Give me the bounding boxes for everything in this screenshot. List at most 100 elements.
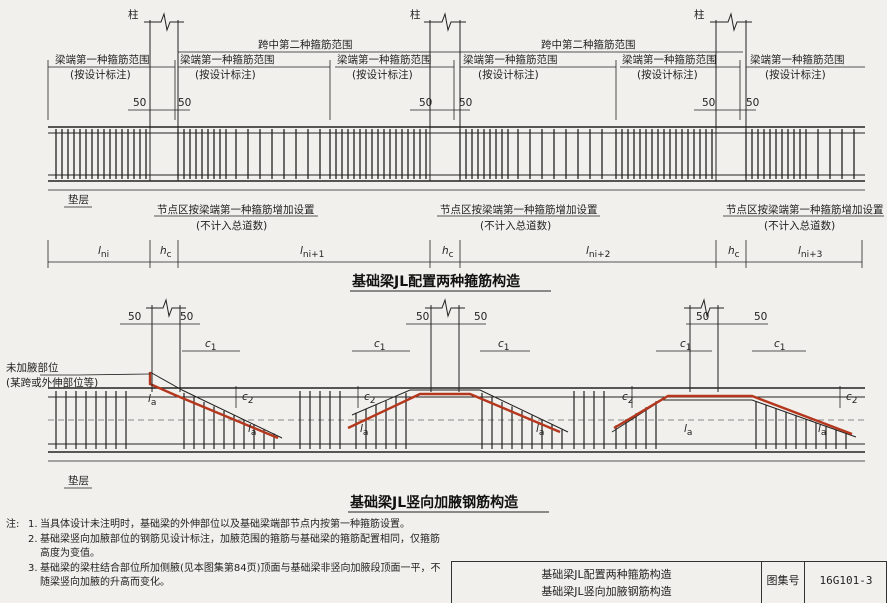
by-design-label: (按设计标注) (352, 68, 413, 81)
note-1: 注: 1. 当具体设计未注明时，基础梁的外伸部位以及基础梁端部节点内按第一种箍筋… (6, 518, 446, 533)
span-dimension-line (47, 240, 863, 268)
atlas-number-label: 图集号 (762, 562, 805, 603)
span-label: lni+1 (300, 245, 324, 260)
cushion-label: 垫层 (68, 474, 89, 487)
columns (146, 298, 724, 392)
la-label: la (684, 423, 692, 438)
title-block-name-2: 基础梁JL竖向加腋钢筋构造 (541, 585, 672, 598)
title-block: 基础梁JL配置两种箍筋构造 基础梁JL竖向加腋钢筋构造 图集号 16G101-3 (451, 561, 887, 603)
stirrups (55, 391, 847, 449)
title-block-name-1: 基础梁JL配置两种箍筋构造 (541, 568, 672, 581)
columns (144, 12, 752, 181)
beam-outline (48, 126, 865, 191)
c1-label: c1 (498, 338, 510, 353)
c1-labels: c1 c1 c1 c1 c1 (205, 338, 786, 353)
span-label: hc (442, 245, 454, 260)
span-label: lni+2 (586, 245, 610, 260)
title-vertical-haunch: 基础梁JL竖向加腋钢筋构造 (350, 494, 518, 511)
end-range-label: 梁端第一种箍筋范围 (337, 53, 432, 66)
c1-label: c1 (205, 338, 217, 353)
span-label: hc (728, 245, 740, 260)
c1-label: c1 (774, 338, 786, 353)
la-labels: la la la la la la (148, 393, 826, 438)
by-design-label: (按设计标注) (765, 68, 826, 81)
column-label: 柱 (410, 8, 421, 21)
notes: 注: 1. 当具体设计未注明时，基础梁的外伸部位以及基础梁端部节点内按第一种箍筋… (6, 518, 446, 591)
end-range-label: 梁端第一种箍筋范围 (463, 53, 558, 66)
span-label: lni+3 (798, 245, 822, 260)
node-zone-label: 节点区按梁端第一种箍筋增加设置 (726, 203, 884, 216)
note-2: 2. 基础梁竖向加腋部位的钢筋见设计标注，加腋范围的箍筋与基础梁的箍筋配置相同，… (6, 533, 446, 562)
range-labels: 梁端第一种箍筋范围 (按设计标注) 梁端第一种箍筋范围 (按设计标注) 跨中第二… (55, 38, 845, 81)
column-labels: 柱柱柱 (128, 8, 705, 21)
note-num: 2. (28, 533, 38, 545)
c2-label: c2 (846, 391, 858, 406)
break-line (425, 298, 465, 318)
end-range-label: 梁端第一种箍筋范围 (180, 53, 275, 66)
no-haunch-label: 未加腋部位 (6, 361, 59, 374)
by-design-label: (按设计标注) (70, 68, 131, 81)
note-num: 1. (28, 519, 38, 530)
dim-50: 50 (178, 97, 191, 109)
c1-label: c1 (374, 338, 386, 353)
end-range-label: 梁端第一种箍筋范围 (622, 53, 717, 66)
dim-50: 50 (459, 97, 472, 109)
node-zone-label: 节点区按梁端第一种箍筋增加设置 (440, 203, 598, 216)
note-text: 当具体设计未注明时，基础梁的外伸部位以及基础梁端部节点内按第一种箍筋设置。 (40, 519, 410, 530)
by-design-label: (按设计标注) (195, 68, 256, 81)
not-counted-label: (不计入总道数) (196, 219, 267, 232)
note-text: 基础梁的梁柱结合部位所加侧腋(见本图集第84页)顶面与基础梁非竖向加腋段顶面一平… (40, 562, 441, 589)
note-num: 3. (28, 562, 38, 574)
la-label: la (818, 423, 826, 438)
dimension-50-texts: 50 50 50 50 50 50 (133, 97, 759, 109)
break-line (424, 12, 466, 32)
end-range-label: 梁端第一种箍筋范围 (750, 53, 845, 66)
notes-lead: 注: (6, 519, 20, 530)
c1-label: c1 (680, 338, 692, 353)
dim-50: 50 (419, 97, 432, 109)
break-line (146, 298, 186, 318)
column-label: 柱 (694, 8, 705, 21)
dim-50: 50 (702, 97, 715, 109)
atlas-code: 16G101-3 (819, 574, 873, 587)
c2-label: c2 (242, 391, 254, 406)
beam-outline (48, 387, 865, 462)
dim-50: 50 (133, 97, 146, 109)
la-label: la (148, 393, 156, 408)
haunch-rebars (148, 372, 853, 440)
title-block-names: 基础梁JL配置两种箍筋构造 基础梁JL竖向加腋钢筋构造 (452, 562, 762, 603)
haunch-outline (149, 371, 857, 439)
dim-50: 50 (128, 311, 141, 323)
dim-50: 50 (696, 311, 709, 323)
c2-label: c2 (364, 391, 376, 406)
break-line (684, 298, 724, 318)
note-3: 3. 基础梁的梁柱结合部位所加侧腋(见本图集第84页)顶面与基础梁非竖向加腋段顶… (6, 562, 446, 591)
not-counted-label: (不计入总道数) (764, 219, 835, 232)
la-label: la (360, 423, 368, 438)
break-line (710, 12, 752, 32)
not-counted-label: (不计入总道数) (480, 219, 551, 232)
mid-range-label: 跨中第二种箍筋范围 (258, 38, 353, 51)
node-zone-label: 节点区按梁端第一种箍筋增加设置 (157, 203, 315, 216)
by-design-label: (按设计标注) (478, 68, 539, 81)
no-haunch-sub: (某跨或外伸部位等) (6, 376, 98, 389)
break-line (144, 12, 184, 32)
end-range-label: 梁端第一种箍筋范围 (55, 53, 150, 66)
span-label: lni (98, 245, 109, 260)
node-zone-labels: 节点区按梁端第一种箍筋增加设置 (不计入总道数) 节点区按梁端第一种箍筋增加设置… (157, 203, 884, 232)
title-two-stirrup: 基础梁JL配置两种箍筋构造 (352, 273, 520, 290)
stirrups (55, 129, 855, 179)
range-leaders (47, 51, 865, 120)
la-label: la (248, 423, 256, 438)
mid-range-label: 跨中第二种箍筋范围 (541, 38, 636, 51)
by-design-label: (按设计标注) (637, 68, 698, 81)
span-label: hc (160, 245, 172, 260)
note-text: 基础梁竖向加腋部位的钢筋见设计标注，加腋范围的箍筋与基础梁的箍筋配置相同，仅箍筋… (40, 533, 440, 560)
column-label: 柱 (128, 8, 139, 21)
dim-50: 50 (180, 311, 193, 323)
dim-50: 50 (746, 97, 759, 109)
la-label: la (536, 423, 544, 438)
